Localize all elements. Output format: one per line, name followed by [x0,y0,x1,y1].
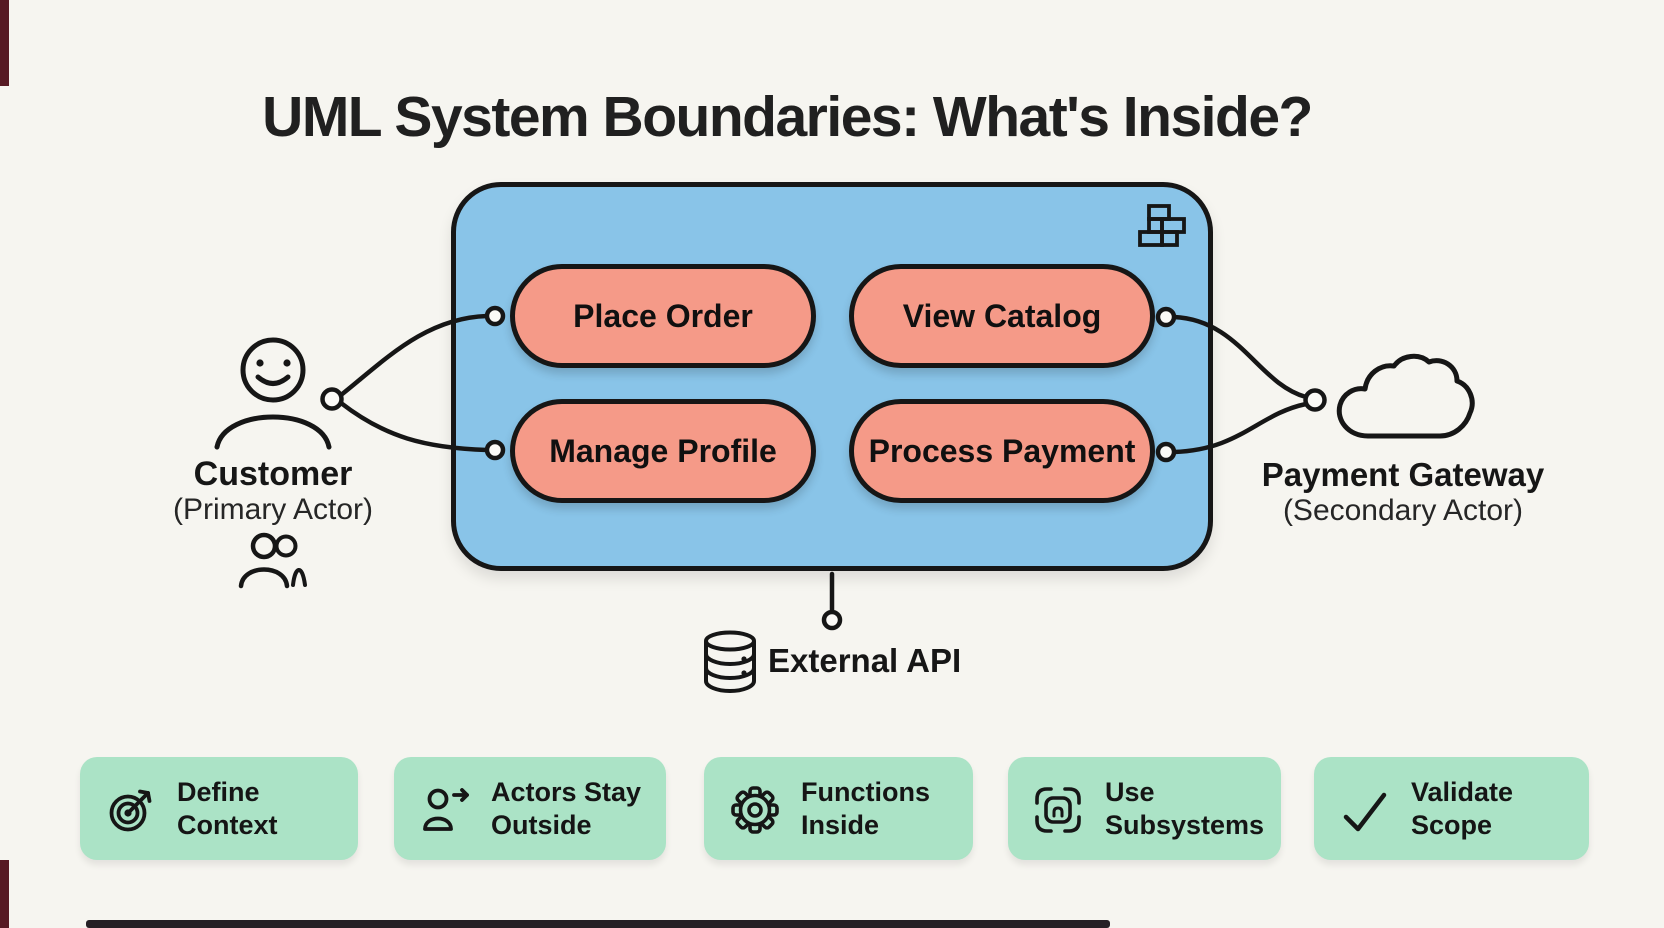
external-api-label: External API [768,642,962,679]
card-label: Actors Stay Outside [491,776,642,840]
cloud-icon [1336,353,1475,439]
gear-icon [731,785,779,834]
use-case-label: View Catalog [902,297,1102,334]
use-case-view-catalog: View Catalog [849,264,1155,368]
photo-edge-artifact [86,920,1110,928]
system-boundary-box [451,182,1213,571]
card-label: Define Context [177,776,278,840]
use-case-label: Place Order [573,297,753,334]
connector-dot [821,609,843,631]
page-title: UML System Boundaries: What's Inside? [262,85,1313,150]
use-case-label: Process Payment [868,432,1136,469]
person-arrow-icon [423,787,469,831]
card-use-subsystems: Use Subsystems [1008,757,1281,860]
person-smiley-icon [214,337,332,450]
customer-actor-role: (Primary Actor) [172,493,373,526]
use-case-process-payment: Process Payment [849,399,1155,503]
database-icon [704,630,756,694]
connector-dot [1303,388,1327,412]
photo-edge-artifact [0,0,9,86]
gateway-actor-role: (Secondary Actor) [1282,494,1524,527]
card-label: Validate Scope [1411,776,1514,840]
card-label: Use Subsystems [1105,776,1265,840]
use-case-label: Manage Profile [549,432,777,469]
subsystem-icon [1035,786,1081,833]
gateway-actor-name: Payment Gateway [1261,456,1545,493]
use-case-place-order: Place Order [510,264,816,368]
card-functions-inside: Functions Inside [704,757,973,860]
photo-edge-artifact [0,860,9,928]
card-actors-stay-outside: Actors Stay Outside [394,757,666,860]
checkmark-icon [1343,792,1387,831]
card-define-context: Define Context [80,757,358,860]
customer-actor-name: Customer [193,455,353,493]
card-label: Functions Inside [801,776,930,840]
user-group-icon [238,532,307,589]
use-case-manage-profile: Manage Profile [510,399,816,503]
target-icon [109,789,152,831]
card-validate-scope: Validate Scope [1314,757,1589,860]
bricks-icon [1138,204,1186,247]
